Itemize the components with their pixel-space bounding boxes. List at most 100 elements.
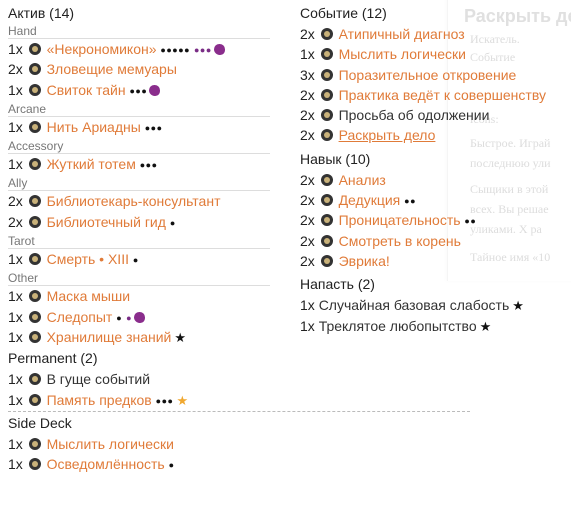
star-icon: ★ (512, 298, 524, 314)
faction-seeker-icon (28, 63, 41, 76)
card-row: 2x Библиотечный гид ● (8, 212, 292, 232)
faction-seeker-icon (28, 83, 41, 96)
card-row: 2x Смотреть в корень (300, 231, 571, 251)
faction-seeker-icon (28, 158, 41, 171)
card-row: 2x Эврика! (300, 251, 571, 271)
experience-level-dots: ●● (464, 216, 477, 227)
card-row: 1x Осведомлённость ● (8, 454, 292, 474)
section-title: Permanent (2) (8, 350, 98, 367)
card-row: 1x Мыслить логически (8, 434, 292, 454)
card-link[interactable]: Нить Ариадны (46, 118, 141, 135)
group-subheading: Arcane (8, 102, 270, 117)
card-link[interactable]: Смерть • XIII (46, 251, 129, 268)
popup-line: Событие (470, 50, 516, 64)
card-link[interactable]: Библиотекарь-консультант (46, 193, 221, 210)
section-title: Side Deck (8, 414, 72, 431)
card-row: 2x Зловещие мемуары (8, 59, 292, 79)
card-link[interactable]: «Некрономикон» (46, 41, 157, 57)
experience-level-dots: ● (169, 217, 176, 228)
star-icon: ★ (479, 318, 492, 334)
group-subheading: Tarot (8, 234, 270, 250)
card-quantity: 1x (8, 456, 23, 473)
popup-line: icons: (470, 112, 499, 126)
card-quantity: 1x (8, 156, 23, 173)
card-quantity: 1x (8, 251, 23, 268)
faction-seeker-icon (320, 254, 333, 267)
popup-title: Раскрыть де (464, 6, 571, 26)
card-preview-popup: Раскрыть де Искатель. Событие icons: Быс… (447, 0, 571, 281)
card-link[interactable]: Хранилище знаний (46, 328, 172, 345)
popup-line: Искатель. (470, 32, 520, 46)
card-quantity: 3x (300, 66, 315, 83)
card-link[interactable]: Мыслить логически (338, 46, 466, 63)
card-quantity: 2x (8, 193, 23, 210)
card-link[interactable]: Память предков (46, 391, 152, 408)
card-link[interactable]: Анализ (338, 171, 386, 188)
popup-line: последнюю ули (470, 156, 551, 170)
card-name: Треклятое любопытство (318, 317, 477, 334)
card-link[interactable]: Проницательность (338, 212, 461, 229)
faction-seeker-icon (28, 215, 41, 228)
card-link[interactable]: Библиотечный гид (46, 213, 166, 230)
experience-level-dots: ●●● (139, 160, 158, 171)
card-link[interactable]: Практика ведёт к совершенству (338, 86, 546, 103)
group-subheading: Ally (8, 176, 270, 192)
card-quantity: 1x (8, 328, 23, 345)
experience-level-dots: ● (168, 460, 175, 471)
card-link[interactable]: Мыслить логически (46, 435, 174, 452)
star-icon: ★ (174, 329, 187, 345)
card-quantity: 1x (8, 435, 23, 452)
side-deck-separator (8, 410, 470, 412)
experience-level-dots: ● (116, 312, 123, 323)
group-subheading: Accessory (8, 139, 270, 155)
brain-icon (213, 44, 225, 55)
section-title: Событие (12) (300, 5, 387, 21)
card-link[interactable]: Поразительное откровение (338, 66, 517, 83)
faction-seeker-icon (320, 173, 333, 186)
group-subheading: Other (8, 271, 270, 287)
faction-seeker-icon (28, 195, 41, 208)
popup-line: всех. Вы решае (470, 202, 549, 216)
card-name: Случайная базовая слабость (318, 297, 510, 314)
faction-seeker-icon (320, 194, 333, 207)
faction-seeker-icon (320, 109, 333, 122)
faction-seeker-icon (28, 373, 41, 386)
card-quantity: 1x (300, 317, 315, 334)
card-quantity: 2x (300, 212, 315, 229)
card-link[interactable]: Раскрыть дело (338, 127, 436, 144)
card-link[interactable]: Смотреть в корень (338, 232, 461, 249)
popup-line: Сыщики в этой (470, 182, 549, 196)
card-row: 2x Библиотекарь-консультант (8, 191, 292, 211)
experience-level-dots: ● (132, 255, 139, 266)
faction-seeker-icon (28, 437, 41, 450)
faction-seeker-icon (320, 234, 333, 247)
card-link[interactable]: Следопыт (46, 308, 113, 325)
card-link[interactable]: Жуткий тотем (46, 156, 136, 173)
deck-list-right-column: Событие (12) 2x Атипичный диагноз 1x Мысли… (300, 4, 571, 336)
card-link[interactable]: Зловещие мемуары (46, 61, 177, 78)
card-row: 3x Поразительное откровение (300, 65, 571, 85)
card-quantity: 1x (300, 46, 315, 63)
faction-seeker-icon (28, 330, 41, 343)
card-quantity: 2x (8, 61, 23, 78)
card-link[interactable]: Атипичный диагноз (338, 26, 465, 42)
card-link[interactable]: Свиток тайн (46, 81, 126, 98)
faction-seeker-icon (320, 129, 333, 142)
card-link[interactable]: Маска мыши (46, 288, 131, 305)
popup-line: Тайное имя «10 (470, 250, 551, 264)
card-row: 1x Маска мыши (8, 286, 292, 306)
card-quantity: 2x (8, 213, 23, 230)
experience-level-dots: ●●● (129, 85, 148, 96)
brain-icon (149, 84, 161, 96)
card-link[interactable]: Осведомлённость (46, 456, 165, 473)
card-link[interactable]: Эврика! (338, 252, 390, 269)
section-title: Навык (10) (300, 150, 371, 167)
card-link[interactable]: Дедукция (338, 192, 401, 209)
card-row: 2x Дедукция ●● (300, 190, 571, 210)
group-subheading: Hand (8, 24, 270, 39)
card-row: 1x Память предков ●●●★ (8, 390, 292, 410)
card-row: 1x Хранилище знаний★ (8, 327, 292, 347)
experience-level-dots: ●●●●● (160, 45, 191, 55)
extra-level-dots: ● (126, 312, 133, 323)
